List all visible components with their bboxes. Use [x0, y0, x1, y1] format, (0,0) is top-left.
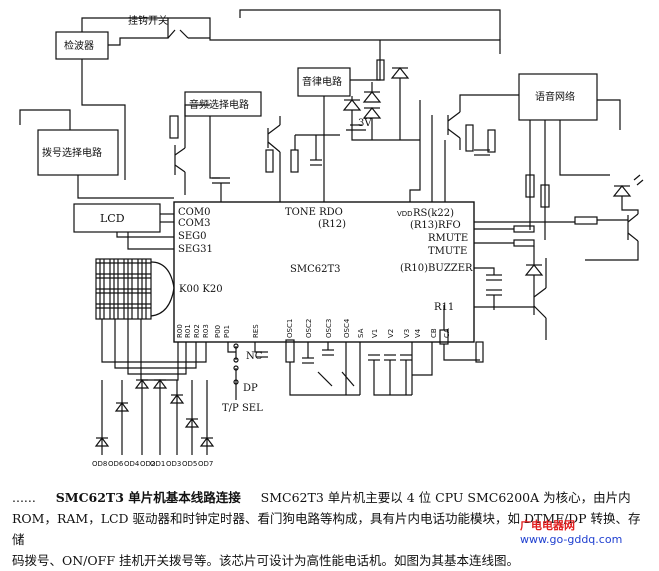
voice-network-block [518, 73, 598, 121]
pin-buzzer: (R10)BUZZER [400, 263, 473, 274]
pin-r03: R03 [202, 324, 210, 338]
pin-osc2: OSC2 [305, 319, 313, 338]
pin-com0: COM0 [178, 207, 210, 218]
watermark: 广电电器网 www.go-gddq.com [520, 519, 622, 547]
pin-osc4: OSC4 [343, 318, 351, 338]
pin-v3: V3 [403, 329, 411, 338]
figure-title: SMC62T3 单片机基本线路连接 [55, 490, 241, 505]
pin-cb: CB [430, 328, 438, 338]
pin-sa: SA [357, 328, 365, 338]
pin-tmute: TMUTE [428, 246, 467, 257]
pin-r02: R02 [193, 324, 201, 338]
diode-label: OD8 [92, 460, 107, 468]
nc-label: NC [246, 351, 263, 362]
caption-line-1: ...... SMC62T3 单片机基本线路连接 SMC62T3 单片机主要以 … [12, 487, 652, 508]
audio-select-label: 音频选择电路 [189, 98, 249, 111]
lcd-label: LCD [100, 212, 125, 225]
pin-res: RES [252, 324, 260, 338]
pin-k00-k20: K00 K20 [179, 284, 223, 295]
pin-r01: R01 [184, 324, 192, 338]
figure-number: ...... [12, 490, 36, 505]
pin-rmute: RMUTE [428, 233, 468, 244]
caption-text-1: SMC62T3 单片机主要以 4 位 CPU SMC6200A 为核心，由片内 [260, 490, 631, 505]
diode-label: OD7 [198, 460, 213, 468]
pin-v4: V4 [414, 328, 422, 338]
pin-rs: RS(k22) [413, 208, 454, 219]
pin-vdd: VDD [397, 210, 413, 218]
pin-r12: (R12) [318, 219, 346, 230]
diode-label: OD1 [150, 460, 165, 468]
keypad-matrix [95, 258, 152, 320]
caption-text-3: 码拨号、ON/OFF 挂机开关拨号等。该芯片可设计为高性能电话机。如图为其基本连… [12, 553, 519, 568]
battery-3v-label: 3V [358, 118, 372, 129]
pin-p00: P00 [214, 325, 222, 338]
melody-label: 音律电路 [302, 75, 342, 88]
dial-select-label: 拨号选择电路 [42, 146, 102, 159]
pin-osc3: OSC3 [325, 319, 333, 338]
pin-seg31: SEG31 [178, 244, 213, 255]
diode-label: OD4 [124, 460, 140, 468]
caption-text-2: ROM，RAM，LCD 驱动器和时钟定时器、看门狗电路等构成，具有片内电话功能模… [12, 511, 641, 547]
pin-ca: CA [443, 328, 451, 338]
diode-label: OD2 [140, 460, 155, 468]
voice-network-label: 语音网络 [535, 90, 575, 103]
pin-osc1: OSC1 [286, 319, 294, 338]
diode-label: OD6 [108, 460, 124, 468]
detector-label: 检波器 [64, 39, 94, 52]
diode-labels: OD8 OD6 OD4 OD2 OD1 OD3 OD5 OD7 [92, 460, 213, 468]
pin-r00: R00 [176, 324, 184, 338]
audio-select-block [184, 91, 262, 117]
pin-v2: V2 [387, 329, 395, 338]
pin-tone-rdo: TONE RDO [285, 207, 343, 218]
watermark-title: 广电电器网 [520, 519, 575, 532]
bottom-pin-labels: R00 R01 R02 R03 P00 P01 RES OSC1 OSC2 OS… [176, 318, 451, 338]
watermark-url: www.go-gddq.com [520, 533, 623, 546]
circuit-schematic: 检波器 挂钩开关 拨号选择电路 音频选择电路 音律电路 语音网络 LCD SMC… [19, 9, 644, 468]
pin-v1: V1 [371, 329, 379, 338]
chip-label: SMC62T3 [290, 264, 341, 275]
dp-label: DP [243, 383, 258, 394]
pin-r13-rfo: (R13)RFO [410, 220, 461, 231]
pin-seg0: SEG0 [178, 231, 207, 242]
diode-label: OD3 [166, 460, 181, 468]
pin-com3: COM3 [178, 218, 210, 229]
diode-label: OD5 [182, 460, 197, 468]
tp-sel-label: T/P SEL [222, 403, 263, 414]
pin-p01: P01 [223, 325, 231, 338]
hook-switch-label: 挂钩开关 [128, 14, 168, 27]
pin-r11: R11 [434, 302, 454, 313]
